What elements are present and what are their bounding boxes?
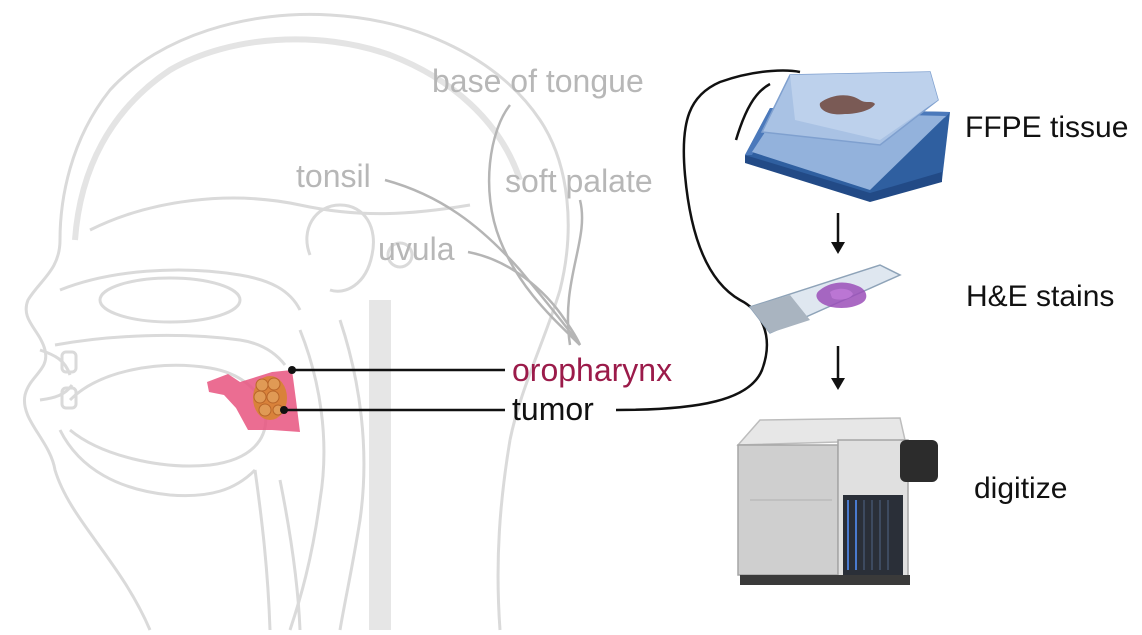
label-tonsil: tonsil — [296, 158, 371, 194]
label-uvula: uvula — [378, 231, 455, 267]
label-base-of-tongue: base of tongue — [432, 63, 644, 99]
label-soft-palate: soft palate — [505, 163, 653, 199]
pointer-lines — [284, 69, 801, 412]
tumor-pointer-dot — [280, 406, 288, 414]
label-tumor: tumor — [512, 391, 594, 427]
leader-tonsil — [384, 178, 581, 346]
slide-scanner-icon — [736, 417, 938, 585]
leader-uvula — [467, 250, 582, 346]
step-label-digitize: digitize — [974, 472, 1067, 505]
leader-soft-palate — [566, 199, 584, 346]
step-label-he: H&E stains — [966, 280, 1114, 313]
tissue-block-icon — [745, 71, 950, 202]
arrow-down-icon — [831, 346, 845, 390]
anatomy-leader-lines — [384, 104, 584, 346]
tissue-block-wrap-line — [734, 82, 771, 141]
step-label-ffpe: FFPE tissue — [965, 111, 1128, 144]
tumor-mass — [253, 376, 287, 420]
stained-slide-icon — [748, 264, 902, 334]
label-oropharynx: oropharynx — [512, 352, 672, 388]
arrow-down-icon — [831, 213, 845, 254]
oropharynx-pointer-dot — [288, 366, 296, 374]
tumor-to-tissue-connector — [615, 69, 801, 412]
head-sagittal-illustration — [22, 12, 570, 631]
leader-base-of-tongue — [487, 104, 581, 346]
